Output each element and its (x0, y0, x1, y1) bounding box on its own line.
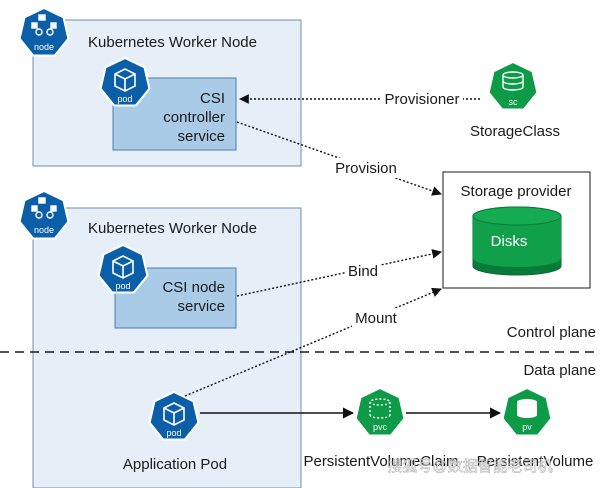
node-icon-label: node (34, 225, 54, 235)
pvc-icon: pvc (354, 387, 406, 437)
storage-provider-title: Storage provider (461, 183, 572, 200)
provision-label: Provision (335, 160, 397, 177)
pod-icon-label: pod (115, 281, 130, 291)
provisioner-label-bg (381, 89, 463, 109)
storage-provider: Storage provider Disks (442, 171, 591, 289)
pv-label: PersistentVolume (477, 453, 594, 470)
mount-label-bg (352, 308, 400, 328)
provisioner-label: Provisioner (384, 91, 459, 108)
pod-icon: pod (97, 244, 149, 294)
data-plane-label: Data plane (523, 362, 596, 379)
disks-label: Disks (491, 233, 528, 250)
application-pod-icon-label: pod (166, 428, 181, 438)
application-pod-icon: pod (148, 391, 200, 441)
storage-class-label: StorageClass (470, 123, 560, 140)
storage-class-icon-label: sc (509, 97, 519, 107)
worker-node-2-box (32, 207, 302, 488)
storage-class-icon: sc (487, 61, 539, 111)
csi-controller-line2: controller (163, 109, 225, 126)
pvc-label: PersistentVolumeClaim (303, 453, 458, 470)
application-pod-label: Application Pod (123, 456, 227, 473)
control-plane-label: Control plane (507, 324, 596, 341)
bind-label: Bind (348, 263, 378, 280)
pv-icon: pv (501, 387, 553, 437)
worker-node-1-title: Kubernetes Worker Node (88, 34, 257, 51)
pv-icon-label: pv (522, 422, 532, 432)
pvc-icon-label: pvc (373, 422, 388, 432)
pod-icon: pod (99, 57, 151, 107)
bind-arrow (236, 249, 442, 297)
node-icon: node (18, 190, 70, 240)
mount-label: Mount (355, 310, 398, 327)
bind-label-bg (345, 261, 381, 281)
disks-cylinder: Disks (472, 206, 562, 276)
csi-controller-line1: CSI (200, 90, 225, 107)
csi-node-line2: service (177, 298, 225, 315)
csi-controller-line3: service (177, 128, 225, 145)
watermark: 搜狐号@数据智能老司机 (387, 457, 552, 475)
pod-icon-label: pod (117, 94, 132, 104)
worker-node-2-title: Kubernetes Worker Node (88, 220, 257, 237)
node-icon: node (18, 7, 70, 57)
csi-node-line1: CSI node (162, 279, 225, 296)
provision-label-bg (333, 158, 399, 178)
worker-node-2: Kubernetes Worker Node (32, 207, 302, 488)
node-icon-label: node (34, 42, 54, 52)
